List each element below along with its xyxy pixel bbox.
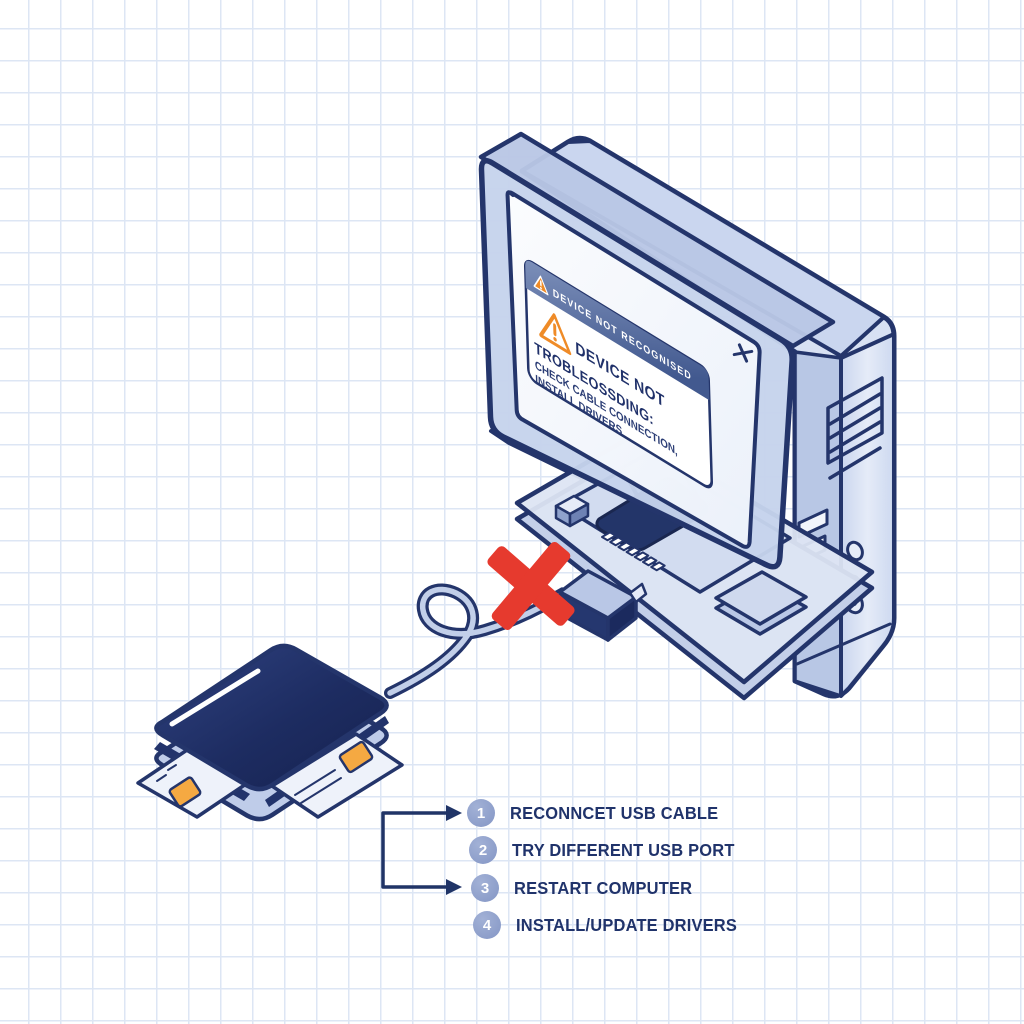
dock-ports [601, 531, 666, 572]
reader-shine [169, 668, 261, 727]
tower-bottom-seam [795, 622, 892, 666]
close-icon [732, 343, 754, 363]
tower-vent-slat [828, 420, 882, 454]
plug-tip [628, 582, 648, 604]
dialog-body [523, 259, 714, 489]
dialog-titlebar [525, 260, 710, 401]
usb-plug [544, 569, 648, 642]
tower-vent-slat [828, 446, 882, 480]
card-stripe-lines [294, 769, 342, 804]
card-right [270, 732, 404, 819]
usb-cable [384, 583, 558, 699]
arrowhead [446, 805, 462, 821]
titlebar-warning-icon [533, 275, 549, 296]
card-reader [136, 643, 404, 822]
base-right-block-top [714, 570, 808, 626]
tower-vent-slat [828, 406, 882, 440]
base-small-box [554, 494, 590, 528]
card-chip [338, 740, 374, 774]
arrowhead [446, 879, 462, 895]
reader-top [154, 643, 389, 792]
tower-power-button [846, 540, 864, 562]
bracket-arrows [381, 805, 462, 895]
red-x-icon [487, 542, 575, 630]
dialog-warning-icon [539, 313, 572, 356]
tower-vent-panel [826, 376, 884, 465]
card-chip [168, 776, 202, 808]
tower-vent-slat [828, 392, 882, 426]
card-text-marks [151, 764, 177, 782]
